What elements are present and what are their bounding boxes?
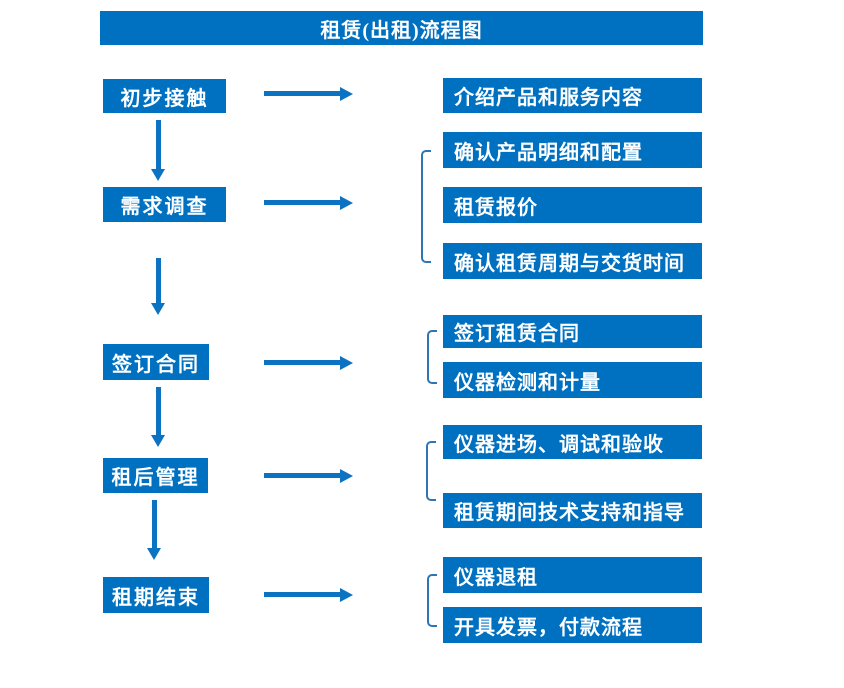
right-arrow-sign-contract-icon — [264, 356, 353, 370]
down-arrow-1-icon — [151, 120, 165, 181]
detail-box-instrument-inspection-calibration: 仪器检测和计量 — [443, 362, 702, 398]
stage-box-post-rental-management: 租后管理 — [103, 458, 208, 493]
detail-box-confirm-rental-period-delivery: 确认租赁周期与交货时间 — [443, 243, 702, 279]
right-arrow-rental-period-end-icon — [264, 588, 353, 602]
bracket-demand-survey-group — [421, 150, 431, 263]
detail-box-introduce-products-services: 介绍产品和服务内容 — [443, 78, 702, 113]
right-arrow-initial-contact-icon — [264, 87, 353, 101]
bracket-rental-period-end-group — [427, 574, 437, 627]
detail-box-technical-support-guidance: 租赁期间技术支持和指导 — [443, 493, 702, 528]
stage-box-sign-contract: 签订合同 — [103, 344, 209, 380]
stage-box-demand-survey: 需求调查 — [103, 187, 226, 222]
bracket-sign-contract-group — [427, 330, 437, 384]
bracket-post-rental-management-group — [426, 441, 436, 501]
detail-box-confirm-product-details-config: 确认产品明细和配置 — [443, 132, 702, 168]
detail-box-rental-quotation: 租赁报价 — [443, 187, 702, 223]
detail-box-instrument-return: 仪器退租 — [443, 557, 702, 593]
detail-box-invoice-payment-process: 开具发票，付款流程 — [443, 607, 702, 643]
stage-box-initial-contact: 初步接触 — [103, 79, 226, 113]
detail-box-sign-rental-contract: 签订租赁合同 — [443, 315, 702, 348]
flowchart-title-bar: 租赁(出租)流程图 — [100, 11, 703, 45]
stage-box-rental-period-end: 租期结束 — [103, 577, 209, 613]
right-arrow-demand-survey-icon — [264, 196, 353, 210]
right-arrow-post-rental-management-icon — [264, 469, 353, 483]
down-arrow-4-icon — [147, 500, 161, 560]
down-arrow-3-icon — [151, 387, 165, 447]
down-arrow-2-icon — [151, 258, 165, 315]
flowchart-title: 租赁(出租)流程图 — [320, 19, 483, 42]
detail-box-instrument-arrival-debug-acceptance: 仪器进场、调试和验收 — [443, 425, 702, 459]
